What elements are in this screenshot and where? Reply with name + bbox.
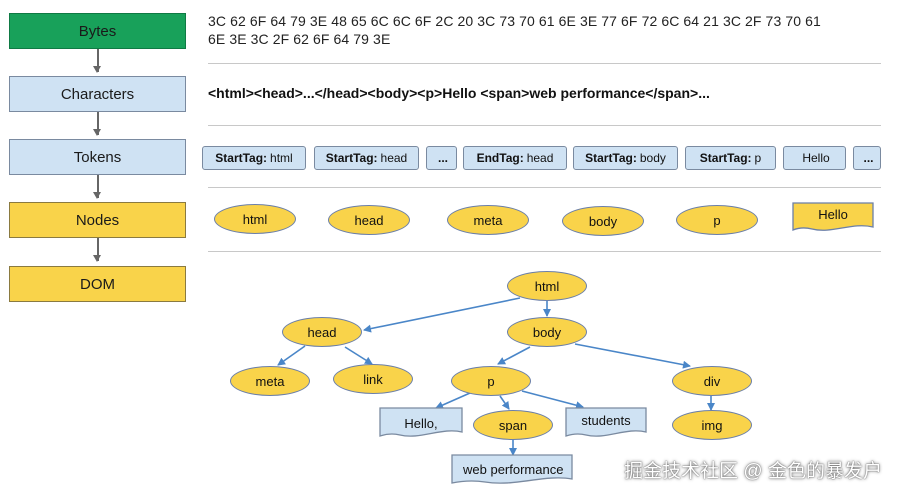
token-name: body xyxy=(639,151,666,165)
separator-3 xyxy=(208,187,881,188)
stage-dom: DOM xyxy=(9,266,186,302)
token-name: ... xyxy=(863,151,874,165)
edge-body-div xyxy=(574,343,691,369)
token-name: html xyxy=(270,151,293,165)
arrow-bytes-to-characters xyxy=(94,49,100,73)
token-name: Hello xyxy=(802,151,830,165)
token-starttag-head: StartTag:head xyxy=(314,146,419,170)
bytes-line-2: 6E 3E 3C 2F 62 6F 64 79 3E xyxy=(208,31,391,47)
edge-head-meta xyxy=(277,345,306,366)
token-ellipsis-1: ... xyxy=(426,146,457,170)
token-name: head xyxy=(380,151,408,165)
tree-text-students-label: students xyxy=(581,413,631,428)
token-name: p xyxy=(754,151,762,165)
stage-nodes: Nodes xyxy=(9,202,186,238)
arrow-nodes-to-dom xyxy=(94,238,100,262)
token-endtag-head: EndTag:head xyxy=(463,146,567,170)
text-node-hello-shape xyxy=(379,407,463,437)
tree-text-hello: Hello, xyxy=(380,408,462,436)
token-text-hello: Hello xyxy=(783,146,846,170)
tree-node-head: head xyxy=(282,317,362,347)
stage-characters-label: Characters xyxy=(60,85,135,103)
tree-node-span: span xyxy=(473,410,553,440)
tree-text-hello-label: Hello, xyxy=(404,416,438,431)
edge-html-head xyxy=(363,297,521,333)
token-name: head xyxy=(526,151,554,165)
tree-node-link: link xyxy=(333,364,413,394)
stage-characters: Characters xyxy=(9,76,186,112)
node-p: p xyxy=(676,205,758,235)
node-text-hello: Hello xyxy=(792,202,874,232)
stage-dom-label: DOM xyxy=(80,275,115,293)
node-head: head xyxy=(328,205,410,235)
tree-node-p: p xyxy=(451,366,531,396)
edge-head-link xyxy=(344,346,373,365)
node-body: body xyxy=(562,206,644,236)
token-name: ... xyxy=(437,151,448,165)
separator-1 xyxy=(208,63,881,64)
stage-tokens: Tokens xyxy=(9,139,186,175)
stage-bytes: Bytes xyxy=(9,13,186,49)
characters-text: <html><head>...</head><body><p>Hello <sp… xyxy=(208,85,710,101)
tree-node-body: body xyxy=(507,317,587,347)
watermark: 掘金技术社区 @ 金色的暴发户 xyxy=(624,461,882,482)
token-ellipsis-2: ... xyxy=(853,146,881,170)
tree-node-img: img xyxy=(672,410,752,440)
text-node-shape xyxy=(792,202,874,231)
tree-text-webperf: web performance xyxy=(452,454,572,482)
token-starttag-p: StartTag:p xyxy=(685,146,776,170)
edge-p-span xyxy=(499,395,510,410)
token-kind: StartTag: xyxy=(215,151,268,165)
arrow-tokens-to-nodes xyxy=(94,175,100,199)
token-starttag-body: StartTag:body xyxy=(573,146,678,170)
text-node-webperf-shape xyxy=(451,454,573,484)
tree-node-html: html xyxy=(507,271,587,301)
edge-p-students xyxy=(521,390,584,410)
tree-node-div: div xyxy=(672,366,752,396)
separator-2 xyxy=(208,125,881,126)
bytes-line-1: 3C 62 6F 64 79 3E 48 65 6C 6C 6F 2C 20 3… xyxy=(208,13,821,29)
tree-text-webperf-label: web performance xyxy=(463,462,564,477)
node-html: html xyxy=(214,204,296,234)
stage-bytes-label: Bytes xyxy=(78,22,117,40)
stage-nodes-label: Nodes xyxy=(75,211,120,229)
edge-body-p xyxy=(497,346,531,365)
tree-node-meta: meta xyxy=(230,366,310,396)
token-kind: StartTag: xyxy=(585,151,637,165)
stage-tokens-label: Tokens xyxy=(73,148,122,166)
token-kind: EndTag: xyxy=(476,151,524,165)
token-starttag-html: StartTag:html xyxy=(202,146,306,170)
arrow-characters-to-tokens xyxy=(94,112,100,136)
separator-4 xyxy=(208,251,881,252)
token-kind: StartTag: xyxy=(325,151,378,165)
text-node-students-shape xyxy=(565,407,647,437)
edge-p-hello xyxy=(435,392,471,409)
token-kind: StartTag: xyxy=(699,151,752,165)
tree-text-students: students xyxy=(566,405,646,433)
node-meta: meta xyxy=(447,205,529,235)
text-node-label: Hello xyxy=(818,207,848,222)
